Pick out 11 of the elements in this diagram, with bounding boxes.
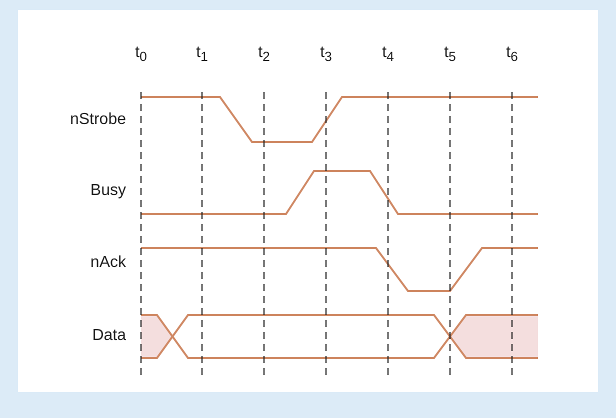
signal-name: nStrobe: [70, 111, 126, 129]
time-label: t$_{3}$: [320, 44, 332, 64]
time-label: t$_{4}$: [382, 44, 394, 64]
time-label: t$_{6}$: [506, 44, 518, 64]
time-label: t$_{2}$: [258, 44, 270, 64]
signal-name: Busy: [90, 182, 126, 200]
signal-name: nAck: [90, 254, 126, 272]
time-label: t$_{0}$: [135, 44, 147, 64]
signal-name: Data: [92, 327, 126, 345]
time-label: t$_{5}$: [444, 44, 456, 64]
time-label: t$_{1}$: [196, 44, 208, 64]
